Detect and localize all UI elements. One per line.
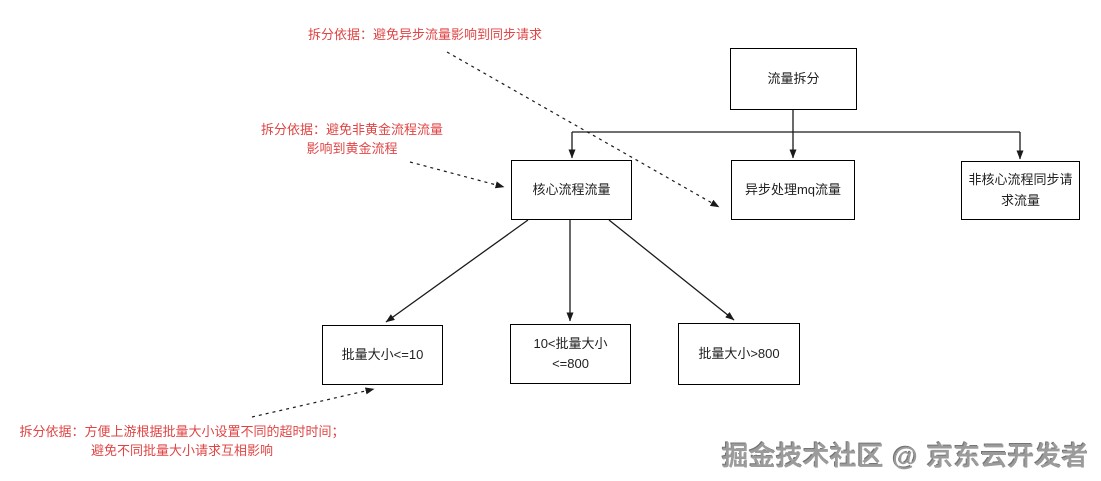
node-core-flow: 核心流程流量: [511, 160, 632, 220]
node-async-mq: 异步处理mq流量: [731, 160, 855, 220]
dashed-arrow-note-batch: [251, 387, 375, 418]
annotation-note-batch: 拆分依据：方便上游根据批量大小设置不同的超时时间； 避免不同批量大小请求互相影响: [19, 424, 345, 458]
node-core-flow-label: 核心流程流量: [532, 181, 611, 197]
node-batch-10-800-label: 10<批量大小<=800: [533, 335, 608, 371]
dashed-arrow-note-golden: [409, 161, 505, 189]
node-batch-10-800: 10<批量大小<=800: [510, 324, 631, 384]
node-non-core-sync: 非核心流程同步请求流量: [961, 161, 1080, 220]
annotation-note-async: 拆分依据：避免异步流量影响到同步请求: [307, 27, 542, 42]
edge-to-batch-le-10: [385, 219, 529, 323]
node-batch-le-10-label: 批量大小<=10: [341, 346, 424, 362]
annotation-note-golden: 拆分依据：避免非黄金流程流量 影响到黄金流程: [260, 122, 443, 156]
dashed-arrow-note-async: [446, 51, 720, 208]
node-batch-gt-800-label: 批量大小>800: [698, 345, 780, 361]
node-batch-gt-800: 批量大小>800: [678, 323, 800, 385]
node-traffic-split-label: 流量拆分: [767, 70, 820, 86]
node-non-core-sync-label: 非核心流程同步请求流量: [968, 172, 1073, 208]
node-batch-le-10: 批量大小<=10: [322, 325, 443, 385]
watermark-text: 掘金技术社区 @ 京东云开发者: [722, 441, 1089, 471]
edge-to-batch-gt-800: [608, 219, 735, 321]
node-async-mq-label: 异步处理mq流量: [744, 181, 842, 197]
node-traffic-split: 流量拆分: [730, 48, 857, 110]
